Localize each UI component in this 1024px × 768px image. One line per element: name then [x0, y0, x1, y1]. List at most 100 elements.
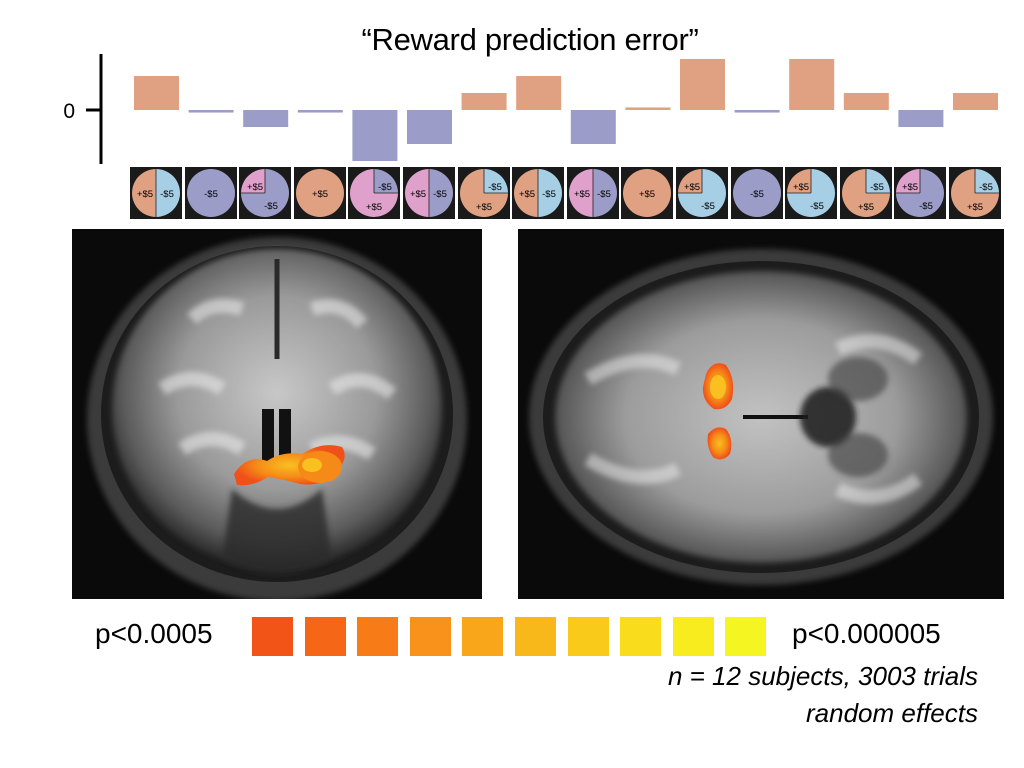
scale-swatch-4	[462, 617, 504, 656]
pie-slice-14-0	[896, 169, 921, 193]
pie-label-8-1: -$5	[597, 189, 611, 200]
bar-8	[570, 110, 616, 144]
pie-3: +$5	[293, 167, 346, 219]
pie-slice-8-0	[568, 169, 593, 217]
pie-label-11-0: -$5	[750, 189, 764, 200]
pie-label-10-1: -$5	[701, 201, 715, 212]
pie-slice-10-0	[678, 169, 702, 193]
pie-8: +$5 -$5	[566, 167, 619, 219]
pie-label-7-1: -$5	[542, 189, 556, 200]
pie-slice-4-0	[374, 169, 399, 193]
pie-label-1-0: -$5	[204, 189, 218, 200]
pie-5: +$5 -$5	[403, 167, 455, 219]
pie-4: -$5 +$5	[348, 167, 401, 219]
pie-label-4-0: -$5	[379, 182, 393, 193]
pie-2: +$5-$5	[239, 167, 292, 219]
prediction-error-bar-chart: 0	[63, 54, 998, 164]
pie-label-12-0: +$5	[793, 182, 809, 193]
pie-slice-0-0	[132, 169, 156, 217]
y-tick-label-0: 0	[63, 100, 75, 123]
bar-11	[734, 110, 780, 113]
pie-label-13-0: -$5	[870, 182, 884, 193]
effects-note: random effects	[806, 698, 978, 728]
pie-label-7-0: +$5	[519, 189, 535, 200]
scale-high-label: p<0.000005	[792, 618, 941, 649]
pie-slice-7-0	[514, 169, 539, 217]
bar-13	[843, 93, 889, 110]
pie-slice-1-0	[186, 169, 235, 217]
pie-label-4-1: +$5	[366, 202, 382, 213]
bar-10	[680, 59, 725, 110]
pie-slice-12-0	[787, 169, 812, 193]
trial-type-pies: +$5-$5-$5+$5-$5+$5-$5+$5+$5-$5-$5+$5+$5-…	[130, 167, 1010, 219]
pie-0: +$5 -$5	[130, 167, 182, 219]
pie-label-14-0: +$5	[902, 182, 918, 193]
pie-slice-5-1	[429, 169, 453, 217]
pie-slice-11-0	[732, 169, 781, 217]
pie-label-0-0: +$5	[137, 189, 153, 200]
pie-label-5-0: +$5	[410, 189, 426, 200]
figure-title: “Reward prediction error”	[361, 22, 699, 57]
pie-label-3-0: +$5	[312, 189, 328, 200]
bar-6	[461, 93, 507, 110]
bar-12	[789, 59, 835, 110]
pie-10: +$5-$5	[676, 167, 728, 219]
pie-7: +$5 -$5	[512, 167, 565, 219]
pie-slice-6-0	[483, 169, 508, 193]
scale-swatch-8	[672, 617, 714, 656]
pie-label-8-0: +$5	[574, 189, 590, 200]
pie-label-10-0: +$5	[684, 182, 700, 193]
scale-swatch-1	[304, 617, 346, 656]
pie-6: -$5 +$5	[457, 167, 510, 219]
pie-14: +$5-$5	[894, 167, 947, 219]
pie-label-5-1: -$5	[433, 189, 447, 200]
pie-label-13-1: +$5	[858, 202, 874, 213]
pie-slice-5-0	[405, 169, 429, 217]
pie-label-2-0: +$5	[247, 182, 263, 193]
scale-swatch-5	[515, 617, 556, 656]
scale-low-label: p<0.0005	[95, 618, 213, 649]
pie-label-2-1: -$5	[264, 201, 278, 212]
bar-5	[407, 110, 452, 144]
pie-slice-13-0	[865, 169, 890, 193]
pie-label-14-1: -$5	[920, 201, 934, 212]
bar-2	[243, 110, 289, 127]
pie-slice-3-0	[295, 169, 344, 217]
scale-swatch-6	[567, 617, 609, 656]
pie-label-12-1: -$5	[810, 201, 824, 212]
pie-1: -$5	[184, 167, 237, 219]
pie-12: +$5-$5	[785, 167, 838, 219]
scale-swatch-9	[725, 617, 767, 656]
bar-9	[625, 107, 671, 110]
bar-4	[352, 110, 398, 161]
pie-label-9-0: +$5	[639, 189, 655, 200]
scale-swatch-7	[620, 617, 662, 656]
pie-13: -$5 +$5	[839, 167, 892, 219]
pie-9: +$5	[621, 167, 674, 219]
bar-15	[953, 93, 998, 110]
bar-0	[134, 76, 179, 110]
subjects-note: n = 12 subjects, 3003 trials	[667, 661, 978, 691]
pie-label-15-1: +$5	[967, 202, 983, 213]
coronal-brain-image	[72, 229, 482, 599]
bar-14	[898, 110, 944, 127]
pie-slice-0-1	[156, 169, 180, 217]
scale-swatch-2	[357, 617, 399, 656]
scale-swatch-3	[409, 617, 451, 656]
pie-slice-8-1	[592, 169, 617, 217]
pie-11: -$5	[730, 167, 783, 219]
pie-label-0-1: -$5	[160, 189, 174, 200]
scale-swatch-0	[252, 617, 293, 656]
pie-label-6-1: +$5	[476, 202, 492, 213]
bar-3	[297, 110, 343, 113]
pie-slice-15-0	[975, 169, 999, 193]
bar-1	[188, 110, 234, 113]
pie-label-15-0: -$5	[979, 182, 993, 193]
bar-7	[516, 76, 562, 110]
pie-label-6-0: -$5	[488, 182, 502, 193]
pie-slice-9-0	[623, 169, 672, 217]
pie-slice-2-0	[241, 169, 266, 193]
pie-15: -$5 +$5	[949, 167, 1001, 219]
pie-slice-7-1	[538, 169, 563, 217]
